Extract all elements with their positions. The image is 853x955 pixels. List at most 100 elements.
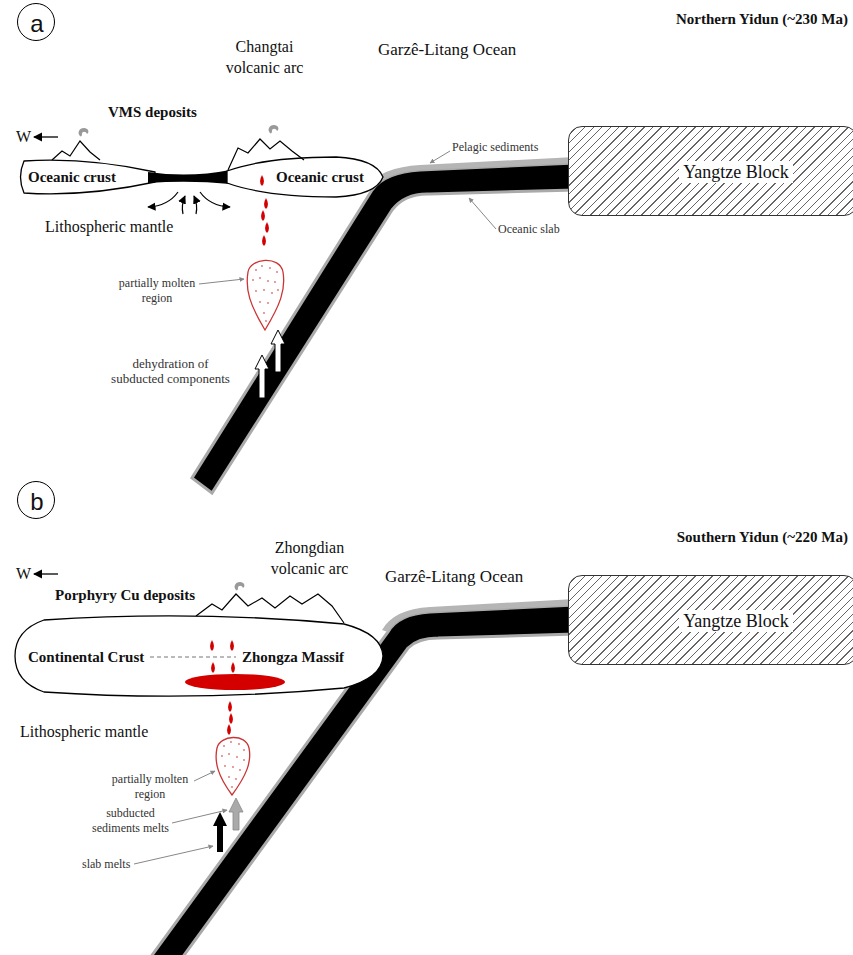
node-text: Oceanic crust xyxy=(276,168,364,186)
direction-label: W xyxy=(16,127,31,146)
melt-arrows xyxy=(213,798,243,852)
leader-line xyxy=(172,810,227,823)
magma-drops xyxy=(260,175,269,246)
partially-molten-region xyxy=(236,756,238,758)
magma-drops xyxy=(264,198,268,209)
arc-label: Changtai volcanic arc xyxy=(217,36,312,78)
partially-molten-region xyxy=(247,260,284,330)
leader-label: partially molten region xyxy=(105,772,195,802)
node-text: Zhongza Massif xyxy=(242,648,344,666)
magma-chamber xyxy=(185,674,285,690)
dehydration-arrows xyxy=(255,330,285,398)
west-arrow xyxy=(34,136,58,137)
magma-drops xyxy=(227,724,231,735)
partially-molten-region xyxy=(267,280,269,282)
leader-line xyxy=(194,771,215,781)
magma-drops xyxy=(229,713,233,724)
partially-molten-region xyxy=(223,745,225,747)
partially-molten-region xyxy=(228,776,230,778)
west-arrow xyxy=(34,573,58,574)
oceanic-crust-lens: Oceanic crust xyxy=(226,155,384,199)
spreading-ridge xyxy=(148,170,230,184)
partially-molten-region xyxy=(252,265,279,322)
partially-molten-region xyxy=(247,260,284,330)
melt-arrows xyxy=(229,798,243,830)
partially-molten-region xyxy=(243,759,245,761)
magma-drops xyxy=(260,175,264,186)
volcano-hills xyxy=(52,139,304,170)
node-text: b xyxy=(30,487,43,516)
node-text: Yangtze Block xyxy=(679,161,793,183)
partially-molten-region xyxy=(243,749,245,751)
partially-molten-region xyxy=(235,778,237,780)
node-text: Yangtze Block xyxy=(679,610,793,632)
panel-letter: b xyxy=(17,481,55,519)
partially-molten-region xyxy=(259,301,261,303)
partially-molten-region xyxy=(221,741,245,788)
partially-molten-region xyxy=(230,741,232,743)
volcano-hills xyxy=(52,141,100,160)
magma-chamber xyxy=(150,657,236,658)
volcano-hills xyxy=(52,141,100,160)
magma-drops xyxy=(210,640,214,651)
yangtze-block: Yangtze Block xyxy=(568,126,853,216)
leader-label: subducted sediments melts xyxy=(88,806,173,836)
leader-label: slab melts xyxy=(82,857,130,871)
melt-arrows xyxy=(213,812,227,852)
magma-drops xyxy=(211,662,215,673)
partially-molten-region xyxy=(265,320,267,322)
dehydration-arrows xyxy=(255,355,269,398)
partially-molten-region xyxy=(267,302,269,304)
leader-line xyxy=(134,846,213,864)
arc-label: Zhongdian volcanic arc xyxy=(262,537,357,579)
leader-line xyxy=(469,198,496,229)
magma-drops xyxy=(228,701,232,712)
partially-molten-region xyxy=(221,755,223,757)
spreading-arrows xyxy=(182,196,185,214)
ocean-label: Garzê-Litang Ocean xyxy=(378,40,516,60)
spreading-arrows xyxy=(194,196,197,214)
partially-molten-region xyxy=(276,271,278,273)
node-text: a xyxy=(30,9,43,38)
deposit-label: Porphyry Cu deposits xyxy=(55,586,195,604)
partially-molten-region xyxy=(269,267,271,269)
partially-molten-region xyxy=(252,279,254,281)
dehydration-arrows xyxy=(271,330,285,372)
oceanic-slab xyxy=(192,157,575,493)
node-text: Continental Crust xyxy=(28,648,144,666)
eruption-plume xyxy=(79,128,89,136)
partially-molten-region xyxy=(224,765,226,767)
deposit-label: VMS deposits xyxy=(108,103,197,121)
volcano-hills xyxy=(228,139,304,170)
partially-molten-region xyxy=(277,289,279,291)
leader-label: Pelagic sediments xyxy=(452,140,538,154)
partially-molten-region xyxy=(232,766,234,768)
volcano-hills xyxy=(228,139,304,170)
leader-label: partially molten region xyxy=(112,276,202,306)
ocean-label: Garzê-Litang Ocean xyxy=(385,567,523,587)
region-label: Lithospheric mantle xyxy=(45,217,173,236)
eruption-plume xyxy=(269,125,279,133)
west-arrow xyxy=(34,574,58,575)
continental-crust-lens: Continental Crust Zhongza Massif xyxy=(14,612,384,700)
spreading-ridge xyxy=(148,170,230,184)
lens-outline xyxy=(227,157,383,197)
oceanic-slab xyxy=(366,157,575,190)
partially-molten-region xyxy=(255,290,257,292)
lens-outline xyxy=(15,616,383,696)
magma-drops xyxy=(261,210,265,221)
partially-molten-region xyxy=(238,743,240,745)
partially-molten-region xyxy=(263,312,265,314)
leader-line xyxy=(430,151,450,163)
oceanic-slab xyxy=(192,163,575,493)
partially-molten-region xyxy=(261,265,263,267)
node-text: Oceanic crust xyxy=(28,168,116,186)
leader-line xyxy=(199,151,496,284)
region-label: Lithospheric mantle xyxy=(20,722,148,741)
lens-outline xyxy=(21,160,156,194)
spreading-arrows xyxy=(148,192,230,214)
oceanic-crust-lens: Oceanic crust xyxy=(16,158,156,196)
spreading-arrows xyxy=(148,192,178,207)
magma-drops xyxy=(230,640,234,651)
magma-drops xyxy=(210,640,235,735)
